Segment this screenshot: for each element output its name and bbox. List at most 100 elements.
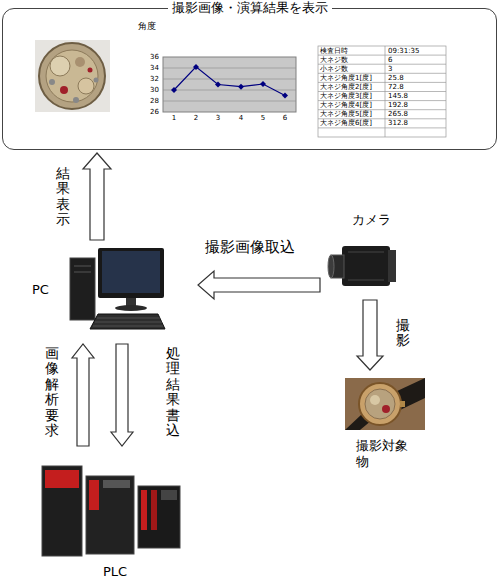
table-cell: 312.8 [388, 119, 408, 127]
pc-illustration [70, 248, 165, 329]
monitor-screen [102, 251, 160, 293]
edge-label: 撮影画像取込 [205, 238, 295, 256]
body-ridge [348, 252, 384, 253]
table-cell: 09:31:35 [388, 47, 419, 55]
node-label: PLC [103, 564, 127, 580]
plc-panel [161, 490, 177, 500]
camera-illustration [328, 246, 396, 286]
block-arrow [83, 153, 111, 240]
drive-slot [74, 272, 91, 273]
plc-panel [103, 480, 130, 488]
gear [370, 395, 380, 405]
table-cell: 大ネジ角度4[度] [320, 101, 372, 109]
screw [73, 97, 79, 103]
watch-photo [345, 378, 425, 430]
body-ridge [348, 280, 384, 281]
photo-ground [345, 378, 425, 430]
y-tick: 26 [141, 108, 159, 116]
table-cell: 検査日時 [320, 47, 348, 55]
movement-photo [35, 40, 110, 112]
camera-body [342, 246, 390, 286]
drive-slot [74, 266, 91, 267]
edge-label: 画像解析要求 [45, 346, 59, 438]
x-tick: 3 [211, 114, 225, 122]
x-tick: 1 [167, 114, 181, 122]
data-markers [171, 64, 288, 99]
table-cell: 大ネジ角度5[度] [320, 110, 372, 118]
result-table [318, 46, 446, 137]
table-cell: 72.8 [388, 83, 404, 91]
plc-panel [45, 470, 79, 488]
keyboard [90, 314, 165, 329]
x-tick: 6 [278, 114, 292, 122]
block-arrow [111, 344, 133, 446]
edge-label: 結果表示 [56, 166, 70, 228]
jewel [88, 68, 93, 73]
gear [78, 78, 94, 94]
table-cell: 大ネジ角度3[度] [320, 92, 372, 100]
lens-front [328, 255, 334, 278]
gear [75, 57, 85, 67]
target-node: 撮影対象物 [342, 376, 432, 474]
y-tick: 30 [141, 86, 159, 94]
monitor [98, 248, 164, 298]
x-tick: 5 [256, 114, 270, 122]
table-cell: 大ネジ角度1[度] [320, 74, 372, 82]
data-line [174, 67, 285, 96]
plc-cabinet [42, 466, 82, 556]
node-label: PC [32, 282, 49, 298]
plc-panel [151, 490, 157, 530]
watch-case [359, 383, 401, 425]
edge-label: 処理結果書込 [166, 346, 180, 438]
watch-crown [400, 401, 405, 407]
y-tick: 32 [141, 75, 159, 83]
screw [94, 78, 99, 83]
movement-plate [39, 43, 105, 109]
line-chart [163, 57, 296, 112]
watch-movement [365, 389, 395, 419]
gear [50, 56, 70, 76]
plc-module [138, 486, 180, 548]
plc-panel [89, 480, 99, 510]
panel-title: 撮影画像・演算結果を表示 [168, 0, 332, 16]
node-label: 撮影対象物 [356, 438, 410, 470]
screw [49, 79, 55, 85]
plc-node: PLC [35, 452, 185, 582]
display-panel: 撮影画像・演算結果を表示 [2, 8, 497, 150]
table-cell: 3 [388, 65, 392, 73]
jewel [60, 86, 68, 94]
plc-cabinet [86, 476, 134, 554]
pc-node: PC [28, 242, 173, 334]
keyboard-keys [93, 318, 163, 326]
table-cell: 265.8 [388, 110, 408, 118]
table-cell: 小ネジ数 [320, 65, 348, 73]
camera-back [388, 250, 396, 282]
block-arrow [198, 271, 320, 299]
table-cell: 6 [388, 56, 392, 64]
node-label: カメラ [352, 212, 391, 228]
block-arrow [357, 300, 383, 370]
table-cell: 192.8 [388, 101, 408, 109]
table-cell: 145.8 [388, 92, 408, 100]
monitor-base [115, 305, 147, 311]
axis-title: 角度 [138, 21, 156, 31]
jewel [382, 405, 390, 413]
table-cell: 大ネジ角度6[度] [320, 119, 372, 127]
table-cell: 大ネジ数 [320, 56, 348, 64]
y-tick: 34 [141, 64, 159, 72]
plot-area [163, 57, 296, 112]
x-tick: 2 [189, 114, 203, 122]
movement-inner [46, 50, 98, 102]
y-tick: 36 [141, 53, 159, 61]
camera-node: カメラ [325, 210, 415, 292]
photo-ground [35, 40, 110, 112]
block-arrow [72, 344, 94, 446]
table-cell: 大ネジ角度2[度] [320, 83, 372, 91]
x-tick: 4 [234, 114, 248, 122]
plc-illustration [42, 466, 180, 556]
edge-label: 撮影 [396, 318, 410, 349]
plc-panel [141, 490, 147, 530]
table-cell: 25.8 [388, 74, 404, 82]
y-tick: 28 [141, 97, 159, 105]
